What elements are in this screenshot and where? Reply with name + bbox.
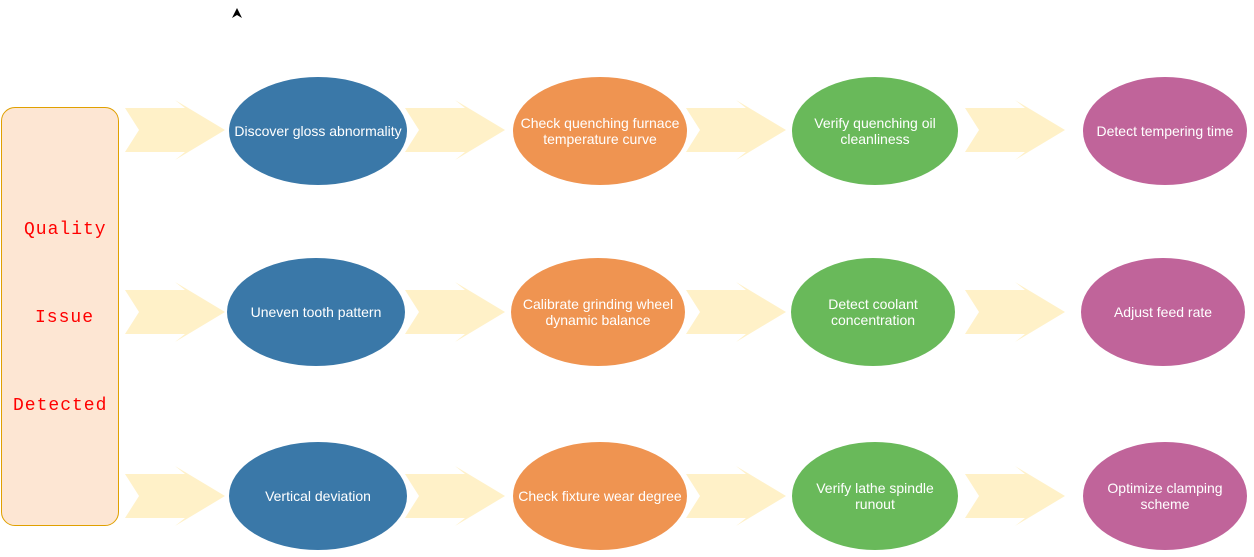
side-label-line-3: Detected: [13, 396, 108, 416]
node-vertical-deviation: Vertical deviation: [229, 442, 407, 550]
node-verify-quenching-oil: Verify quenching oil cleanliness: [792, 77, 958, 185]
flow-arrow-icon: [405, 282, 505, 342]
node-discover-gloss-abnormality: Discover gloss abnormality: [229, 77, 407, 185]
flow-arrow-icon: [405, 466, 505, 526]
mouse-cursor-icon: [232, 8, 242, 18]
node-detect-coolant-concentration: Detect coolant concentration: [791, 258, 955, 366]
node-calibrate-grinding-wheel: Calibrate grinding wheel dynamic balance: [511, 258, 685, 366]
flow-arrow-icon: [686, 282, 786, 342]
quality-issue-box: [1, 107, 119, 526]
flow-arrow-icon: [686, 466, 786, 526]
flow-arrow-icon: [686, 100, 786, 160]
flow-arrow-icon: [965, 466, 1065, 526]
flow-arrow-icon: [125, 282, 225, 342]
flow-arrow-icon: [965, 100, 1065, 160]
side-label-line-2: Issue: [35, 308, 95, 328]
node-uneven-tooth-pattern: Uneven tooth pattern: [227, 258, 405, 366]
node-adjust-feed-rate: Adjust feed rate: [1081, 258, 1245, 366]
node-detect-tempering-time: Detect tempering time: [1083, 77, 1247, 185]
node-check-quenching-furnace: Check quenching furnace temperature curv…: [513, 77, 687, 185]
flow-arrow-icon: [405, 100, 505, 160]
node-optimize-clamping-scheme: Optimize clamping scheme: [1083, 442, 1247, 550]
flow-arrow-icon: [125, 466, 225, 526]
flow-arrow-icon: [125, 100, 225, 160]
node-check-fixture-wear: Check fixture wear degree: [513, 442, 687, 550]
flow-arrow-icon: [965, 282, 1065, 342]
node-verify-lathe-spindle: Verify lathe spindle runout: [792, 442, 958, 550]
side-label-line-1: Quality: [24, 220, 107, 240]
